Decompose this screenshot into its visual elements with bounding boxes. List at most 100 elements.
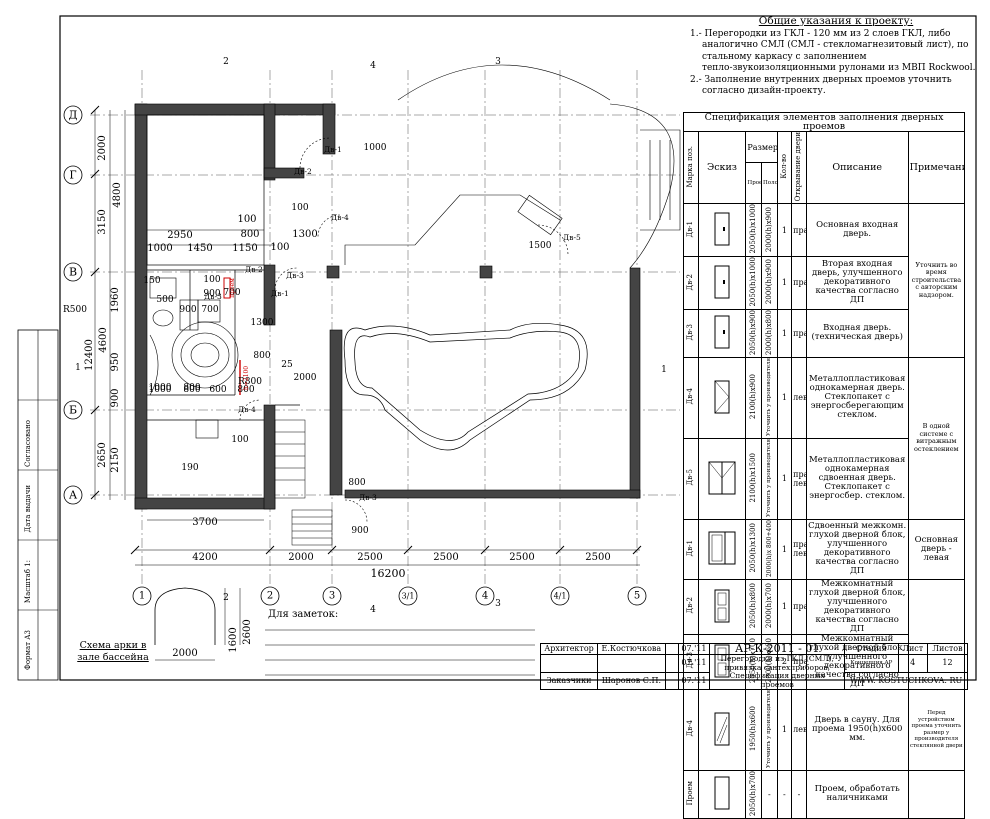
dim-text: 100 [237, 214, 256, 225]
spec-header: Марка поз. [686, 145, 695, 188]
spec-header: Проема [745, 162, 762, 205]
arch-height-total: 2600 [242, 619, 253, 644]
dim-text: 2950 [167, 230, 192, 241]
spec-qty: 1 [776, 356, 793, 439]
axis-markers [63, 105, 647, 606]
spec-leaf: 2000(h)x700 [764, 583, 773, 629]
section-mark: 3 [495, 57, 501, 67]
dim-text: 2500 [357, 552, 382, 563]
dim-text: 100 [231, 435, 248, 445]
dim-text: 1000 [149, 385, 172, 395]
dim-text: 900 [110, 388, 121, 407]
axis-col-label: 4 [482, 591, 488, 602]
spec-header: Полотна [761, 162, 778, 205]
spec-mark: Дв-2 [686, 597, 695, 614]
axis-row-label: Б [69, 404, 77, 417]
spec-opening: 2050(h)x700 [749, 770, 758, 816]
dim-text: 800 [237, 385, 254, 395]
dim-text: 800 [183, 385, 200, 395]
spec-opening: 2050(h)x1000 [749, 256, 758, 307]
dim-text: 800 [253, 351, 270, 361]
tb-code: АР-К-2011 - 01 [709, 643, 846, 655]
spec-opening: 1950(h)x600 [749, 705, 758, 752]
section-mark: 3 [495, 599, 501, 609]
memo-lines [265, 629, 535, 676]
notes-line: согласно дизайн-проекту. [702, 86, 826, 96]
spec-description: Металлопластиковая однокамерная дверь. С… [805, 356, 909, 439]
section-mark: 1 [661, 365, 667, 375]
dim-text: 500 [156, 295, 173, 305]
tb-stage: Концепция АР [844, 654, 899, 673]
dim-text: 1000 [147, 243, 172, 254]
spec-leaf: - [761, 769, 778, 819]
spec-hand: лев. [791, 688, 807, 771]
section-mark: 1 [75, 363, 81, 373]
axis-col-label: 3/1 [402, 592, 415, 601]
spec-opening: 2050(h)x900 [749, 309, 758, 355]
axis-row-label: А [69, 489, 78, 502]
dim-text: 4800 [112, 182, 123, 207]
door-tag: Дв-5 [563, 233, 581, 242]
spec-row: Дв-3 2050(h)x900 2000(h)x800 1 прав. Вхо… [683, 308, 965, 358]
door-sketch [697, 255, 747, 310]
dim-text: 3150 [97, 209, 108, 234]
spec-header: Примечания [907, 130, 966, 205]
dim-text: 4600 [98, 327, 109, 352]
spec-header: Кол-во [779, 154, 788, 179]
dim-text: R500 [63, 305, 87, 315]
spec-row: Проем 2050(h)x700 - - - Проем, обработат… [683, 769, 966, 819]
door-tag: Дв-3 [204, 292, 222, 301]
spec-description: Входная дверь. (техническая дверь) [805, 308, 909, 358]
tb-date: 07.'11 [677, 643, 711, 655]
side-label: Согласовано [24, 420, 32, 467]
spec-description: Дверь в сауну. Для проема 1950(h)x600 мм… [805, 688, 909, 771]
dim-text: 800 [348, 478, 365, 488]
spec-leaf: 2000(h)x800 [764, 309, 773, 355]
dim-text: 1300 [251, 318, 274, 328]
spec-description: Межкомнатный глухой дверной блок, улучше… [805, 578, 909, 635]
tb-sheets-header: Листов [926, 643, 969, 655]
spec-hand: прав. [791, 203, 807, 257]
dim-text: 1000 [364, 143, 387, 153]
spec-qty: - [776, 769, 793, 819]
tb-name: Шаронов С.П. [597, 671, 666, 690]
dim-text: 3700 [192, 517, 217, 528]
dimension-lines [94, 110, 640, 566]
notes-line: аналогично СМЛ (СМЛ - стекломагнезитовый… [702, 40, 969, 50]
spec-mark: Дв-1 [686, 220, 695, 238]
spec-qty: 1 [776, 688, 793, 771]
dim-text: 700 [223, 288, 240, 298]
door-sketch [697, 518, 747, 580]
spec-qty: 1 [776, 203, 793, 257]
spec-description: Металлопластиковая однокамерная сдвоенна… [805, 437, 909, 520]
door-swings [239, 137, 569, 523]
arch-width: 2000 [172, 648, 197, 659]
sheet-frame [59, 15, 977, 681]
dim-text: 2650 [97, 442, 108, 467]
tb-date: 07.'11 [677, 654, 711, 673]
door-tag: Дв-1 [324, 145, 342, 154]
spec-qty: 1 [776, 308, 793, 358]
door-sketch [697, 308, 747, 358]
stairs [274, 419, 333, 546]
spec-qty: 1 [776, 437, 793, 520]
side-label: Масштаб 1: [24, 560, 32, 604]
dim-text: 900 [179, 305, 196, 315]
tb-stage-header: Стадия [844, 643, 899, 655]
tb-site: WWW. KOSTUCHKOVA. RU [844, 671, 968, 690]
axis-row-label: Д [69, 109, 78, 122]
red-label: h=2100 [243, 366, 250, 390]
door-sketch [697, 578, 747, 635]
spec-hand: прав. [791, 308, 807, 358]
axis-col-label: 2 [267, 591, 273, 602]
red-label: проем [229, 278, 236, 298]
arch-height: 1600 [228, 627, 239, 652]
spec-remark: Уточнить во время строительства с авторс… [907, 203, 966, 358]
section-mark: 4 [370, 605, 376, 615]
spec-description: Вторая входная дверь, улучшенного декора… [805, 255, 909, 310]
spec-hand: прав. лев [791, 437, 807, 520]
arch-caption: Схема арки в зале бассейна [77, 640, 149, 663]
axis-row-label: В [69, 266, 77, 279]
door-tag: Дв-3 [359, 493, 377, 502]
spec-leaf: Уточнить у производителя [765, 689, 772, 768]
